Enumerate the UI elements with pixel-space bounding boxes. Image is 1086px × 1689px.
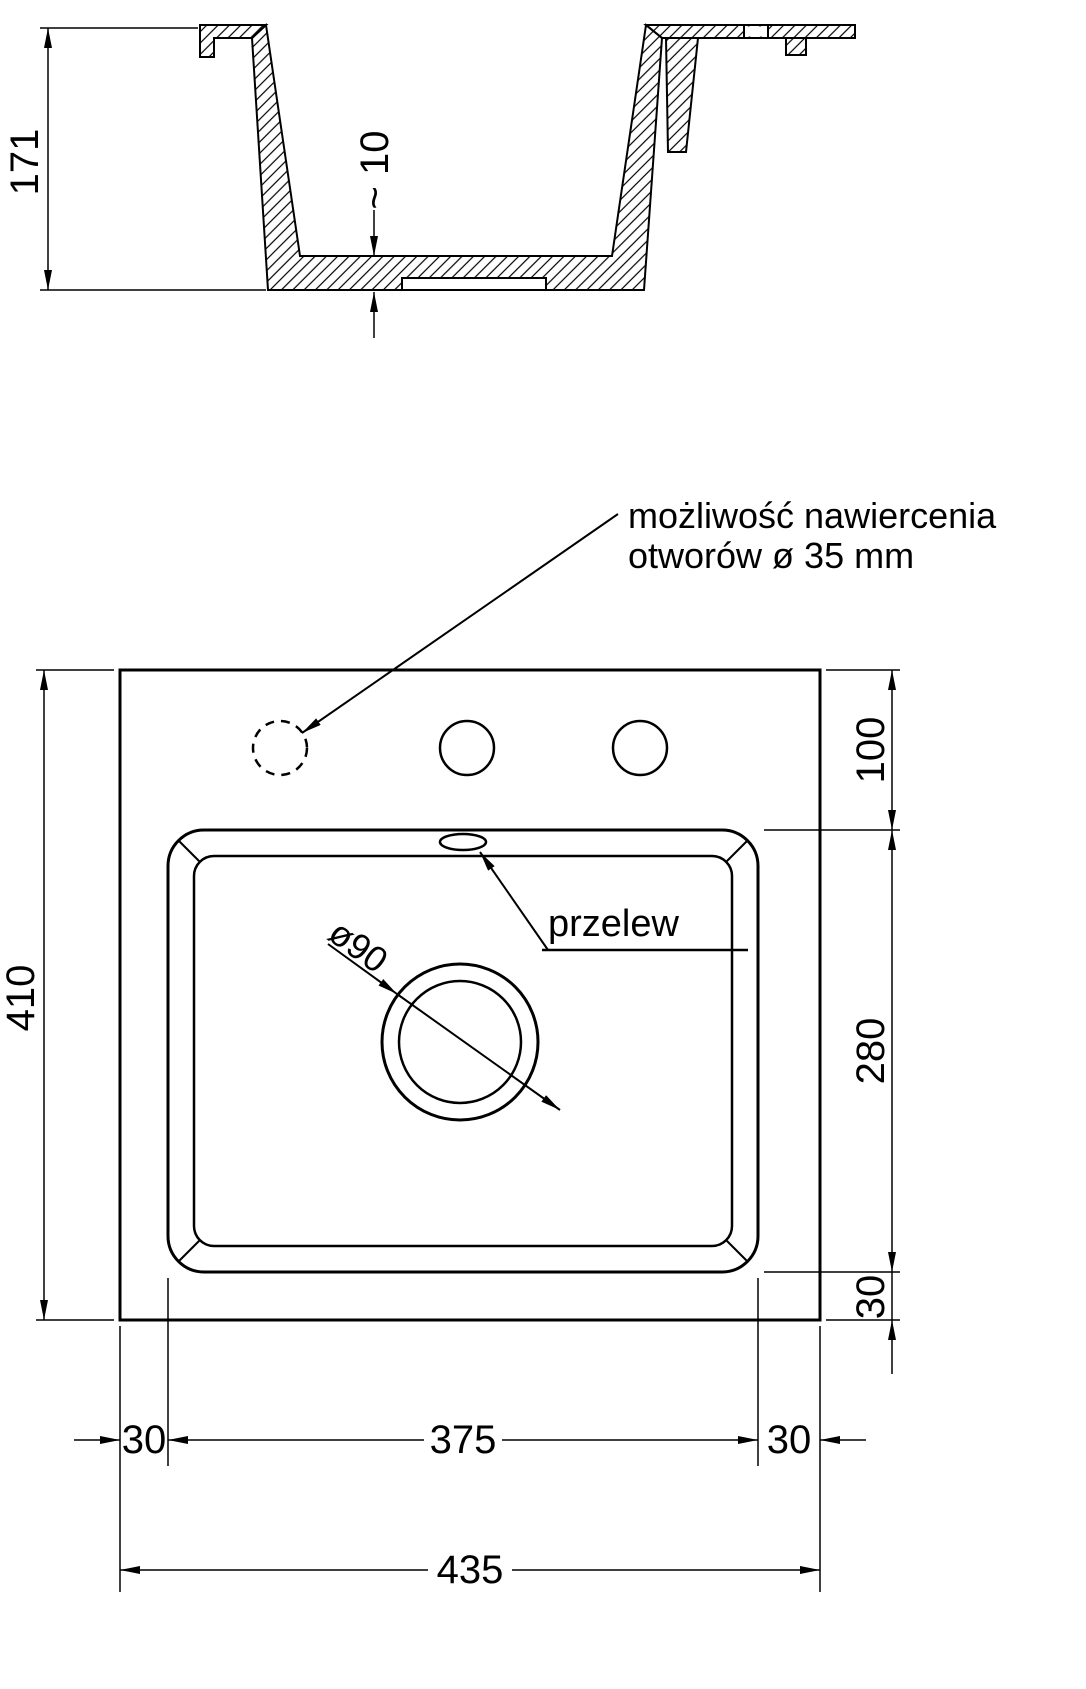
- side-mounting-tab: [785, 37, 807, 56]
- dim-label-backing: [424, 1414, 502, 1460]
- dim-plan-total-width: 435: [120, 1544, 820, 1592]
- dim-label-410: 410: [0, 965, 43, 1032]
- dim-label-backing: [428, 1544, 512, 1592]
- dim-label-bottom-thickness: ~ 10: [353, 131, 397, 210]
- faucet-hole-right: [611, 719, 669, 777]
- drill-note-leader-arrow: [301, 513, 619, 734]
- dim-plan-total-height: 410: [0, 669, 114, 1321]
- dim-label-435: 435: [437, 1548, 504, 1592]
- side-deck-apron: [664, 37, 700, 153]
- plan-basin-outer-rim: [166, 828, 760, 1274]
- drain-leader-arrow-1: [327, 943, 398, 995]
- plan-basin-inner-rim: [192, 854, 734, 1248]
- dim-bottom-thickness: ~ 10: [353, 131, 397, 338]
- dim-label-30-left: 30: [122, 1418, 167, 1462]
- callout-drill-note: możliwość nawiercenia otworów ø 35 mm: [301, 495, 997, 734]
- side-view: 171 ~ 10: [3, 22, 856, 338]
- dim-plan-bottom-chain: 30 375 30: [74, 1278, 866, 1592]
- dim-label-171: 171: [3, 129, 47, 196]
- plan-basin-corner-line-tr: [725, 840, 748, 863]
- drain-outer-circle: [380, 962, 540, 1122]
- side-bowl-shell: [250, 22, 664, 291]
- overflow-leader-arrow: [479, 851, 549, 951]
- plan-view: ø90 przelew możliwość nawiercenia otworó…: [0, 495, 997, 1592]
- dim-label-280: 280: [849, 1018, 893, 1085]
- side-drain-recess: [401, 277, 547, 291]
- plan-outer-body: [118, 668, 822, 1322]
- faucet-hole-optional-dashed: [251, 719, 309, 777]
- drill-note-line2: otworów ø 35 mm: [628, 535, 914, 576]
- faucet-hole-center: [438, 719, 496, 777]
- plan-basin-corner-line-tl: [178, 840, 201, 863]
- dim-label-375: 375: [430, 1418, 497, 1462]
- dim-label-30-bottom: 30: [849, 1275, 893, 1320]
- plan-basin-corner-line-br: [725, 1239, 748, 1262]
- side-deck-hole-gap: [744, 26, 768, 37]
- drain-inner-circle: [397, 979, 523, 1105]
- dim-plan-right-chain: 100 280 30: [764, 669, 900, 1374]
- overflow-slot: [438, 832, 488, 852]
- overflow-label: przelew: [548, 903, 679, 945]
- drill-note-line1: możliwość nawiercenia: [628, 495, 997, 536]
- dim-label-30-right: 30: [767, 1418, 812, 1462]
- callout-drain-diameter: ø90: [321, 911, 561, 1111]
- dim-side-height: 171: [3, 27, 266, 291]
- dim-label-100: 100: [849, 717, 893, 784]
- callout-overflow: przelew: [479, 851, 748, 952]
- drain-leader-arrow-2: [396, 993, 561, 1111]
- plan-basin-corner-line-bl: [178, 1239, 201, 1262]
